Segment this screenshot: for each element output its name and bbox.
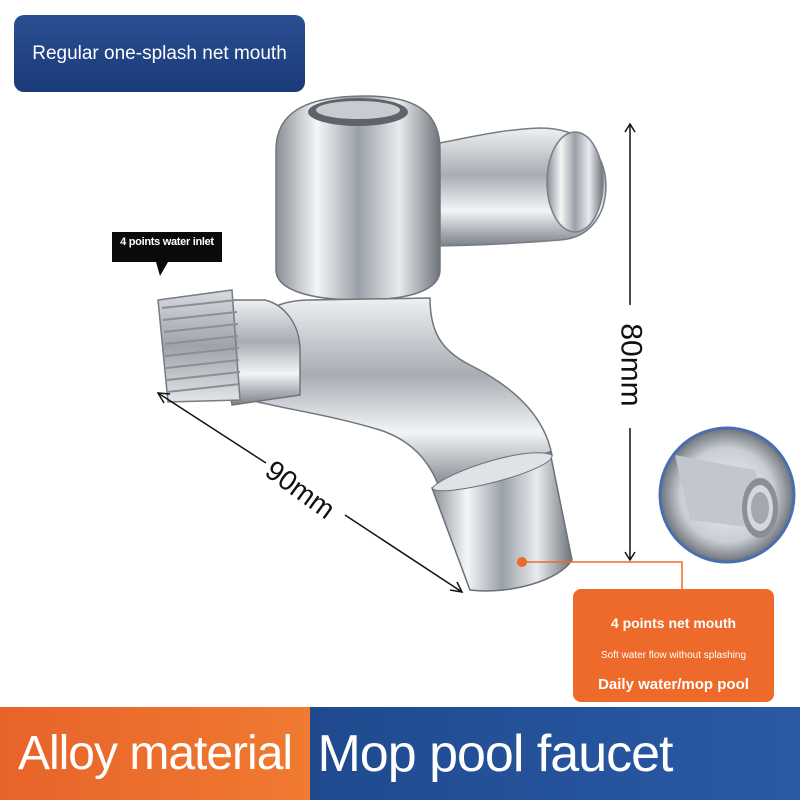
net-mouth-usage: Daily water/mop pool [598, 676, 749, 693]
faucet-thread [157, 289, 241, 403]
inlet-tag-background [112, 232, 222, 276]
material-banner: Alloy material [0, 707, 310, 800]
net-mouth-leader [517, 557, 683, 590]
product-banner-label: Mop pool faucet [317, 724, 673, 783]
top-badge: Regular one-splash net mouth [14, 15, 305, 92]
aerator-inset [658, 426, 796, 564]
faucet-handle-body [275, 95, 441, 301]
net-mouth-subtitle: Soft water flow without splashing [600, 650, 747, 661]
net-mouth-callout: 4 points net mouth Soft water flow witho… [573, 589, 774, 702]
product-banner: Mop pool faucet [310, 707, 800, 800]
material-banner-label: Alloy material [17, 727, 293, 780]
inlet-tag: 4 points water inlet [112, 228, 222, 272]
inlet-tag-label: 4 points water inlet [120, 236, 214, 248]
height-dimension: 80mm [606, 300, 656, 430]
top-badge-label: Regular one-splash net mouth [32, 42, 287, 64]
height-dimension-label: 80mm [615, 323, 649, 407]
height-dimension-line [624, 122, 636, 562]
net-mouth-title: 4 points net mouth [610, 615, 737, 631]
length-dimension-line [156, 392, 464, 593]
faucet-spout [239, 297, 553, 491]
